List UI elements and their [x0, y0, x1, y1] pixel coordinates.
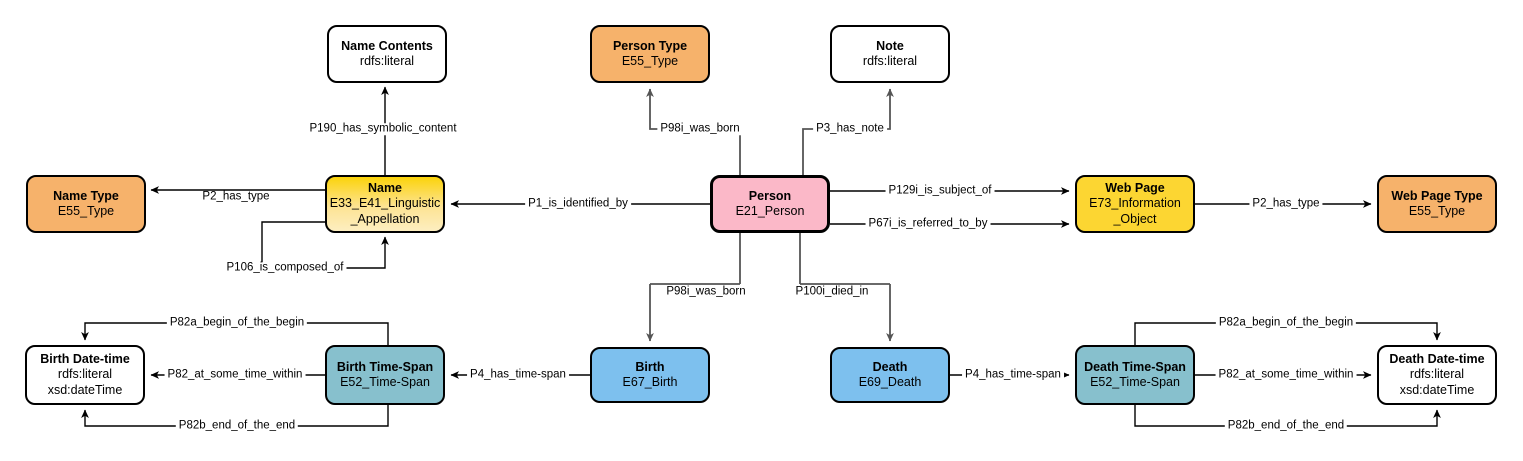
node-subtitle-2: _Object	[1113, 211, 1157, 226]
node-death-timespan[interactable]: Death Time-Span E52_Time-Span	[1075, 345, 1195, 405]
node-subtitle: rdfs:literal	[359, 54, 415, 68]
node-subtitle: E52_Time-Span	[1090, 375, 1180, 389]
edge-label-birth-p82b: P82b_end_of_the_end	[175, 420, 299, 432]
node-name[interactable]: Name E33_E41_Linguistic _Appellation	[325, 175, 445, 233]
node-title: Name	[367, 181, 403, 196]
node-subtitle: E73_Information	[1089, 196, 1181, 211]
node-name-contents[interactable]: Name Contents rdfs:literal	[327, 25, 447, 83]
node-note[interactable]: Note rdfs:literal	[830, 25, 950, 83]
node-title: Name Contents	[341, 38, 433, 53]
node-subtitle: E52_Time-Span	[340, 375, 430, 389]
node-death-datetime[interactable]: Death Date-time rdfs:literal xsd:dateTim…	[1377, 345, 1497, 405]
node-web-page[interactable]: Web Page E73_Information _Object	[1075, 175, 1195, 233]
edge-label-death-p82a: P82a_begin_of_the_begin	[1215, 317, 1357, 329]
edge-p100i-path	[799, 233, 890, 341]
node-title: Death Time-Span	[1084, 359, 1186, 374]
node-subtitle: rdfs:literal	[862, 54, 918, 68]
node-subtitle: E55_Type	[621, 54, 679, 68]
edge-label-death-p82: P82_at_some_time_within	[1215, 369, 1357, 381]
edge-label-birth-p82a: P82a_begin_of_the_begin	[166, 317, 308, 329]
node-death[interactable]: Death E69_Death	[830, 347, 950, 403]
node-subtitle: E21_Person	[735, 204, 805, 218]
edge-p98i-birth-path	[650, 233, 741, 341]
node-subtitle-2: _Appellation	[350, 211, 420, 226]
edge-label-p2-name: P2_has_type	[199, 191, 273, 203]
node-subtitle: E33_E41_Linguistic	[329, 196, 441, 211]
edge-label-p129i: P129i_is_subject_of	[885, 185, 995, 197]
edge-label-p100i: P100i_died_in	[792, 286, 872, 298]
node-title: Person	[748, 188, 792, 203]
node-title: Name Type	[53, 188, 119, 203]
edge-label-birth-p82: P82_at_some_time_within	[164, 369, 306, 381]
node-subtitle: rdfs:literal	[57, 367, 113, 382]
edge-label-p98i-birth: P98i_was_born	[663, 286, 749, 298]
node-title: Birth Date-time	[40, 352, 130, 367]
edge-label-p4-birth: P4_has_time-span	[467, 369, 569, 381]
edge-label-p190: P190_has_symbolic_content	[306, 123, 460, 135]
edge-label-p98i-type: P98i_was_born	[657, 123, 743, 135]
node-name-type[interactable]: Name Type E55_Type	[26, 175, 146, 233]
node-title: Note	[876, 38, 904, 53]
node-subtitle-2: xsd:dateTime	[1399, 382, 1475, 397]
edge-label-p67i: P67i_is_referred_to_by	[865, 218, 991, 230]
edge-label-p1: P1_is_identified_by	[525, 198, 631, 210]
node-subtitle: rdfs:literal	[1409, 367, 1465, 382]
node-subtitle-2: xsd:dateTime	[47, 382, 123, 397]
edge-label-p106: P106_is_composed_of	[223, 262, 347, 274]
node-person-type[interactable]: Person Type E55_Type	[590, 25, 710, 83]
node-subtitle: E67_Birth	[622, 375, 678, 389]
node-title: Birth	[635, 359, 665, 374]
node-subtitle: E69_Death	[858, 375, 922, 389]
edge-label-p2-web: P2_has_type	[1249, 198, 1323, 210]
edge-label-p4-death: P4_has_time-span	[962, 369, 1064, 381]
node-web-page-type[interactable]: Web Page Type E55_Type	[1377, 175, 1497, 233]
node-title: Web Page	[1105, 181, 1165, 196]
node-person[interactable]: Person E21_Person	[710, 175, 830, 233]
edge-label-death-p82b: P82b_end_of_the_end	[1224, 420, 1348, 432]
node-birth[interactable]: Birth E67_Birth	[590, 347, 710, 403]
node-title: Death	[872, 359, 908, 374]
node-subtitle: E55_Type	[57, 204, 115, 218]
edge-label-p3: P3_has_note	[813, 123, 887, 135]
node-birth-datetime[interactable]: Birth Date-time rdfs:literal xsd:dateTim…	[25, 345, 145, 405]
node-birth-timespan[interactable]: Birth Time-Span E52_Time-Span	[325, 345, 445, 405]
node-subtitle: E55_Type	[1408, 204, 1466, 218]
node-title: Person Type	[612, 38, 688, 53]
node-title: Death Date-time	[1389, 352, 1485, 367]
node-title: Web Page Type	[1391, 188, 1483, 203]
node-title: Birth Time-Span	[336, 359, 434, 374]
